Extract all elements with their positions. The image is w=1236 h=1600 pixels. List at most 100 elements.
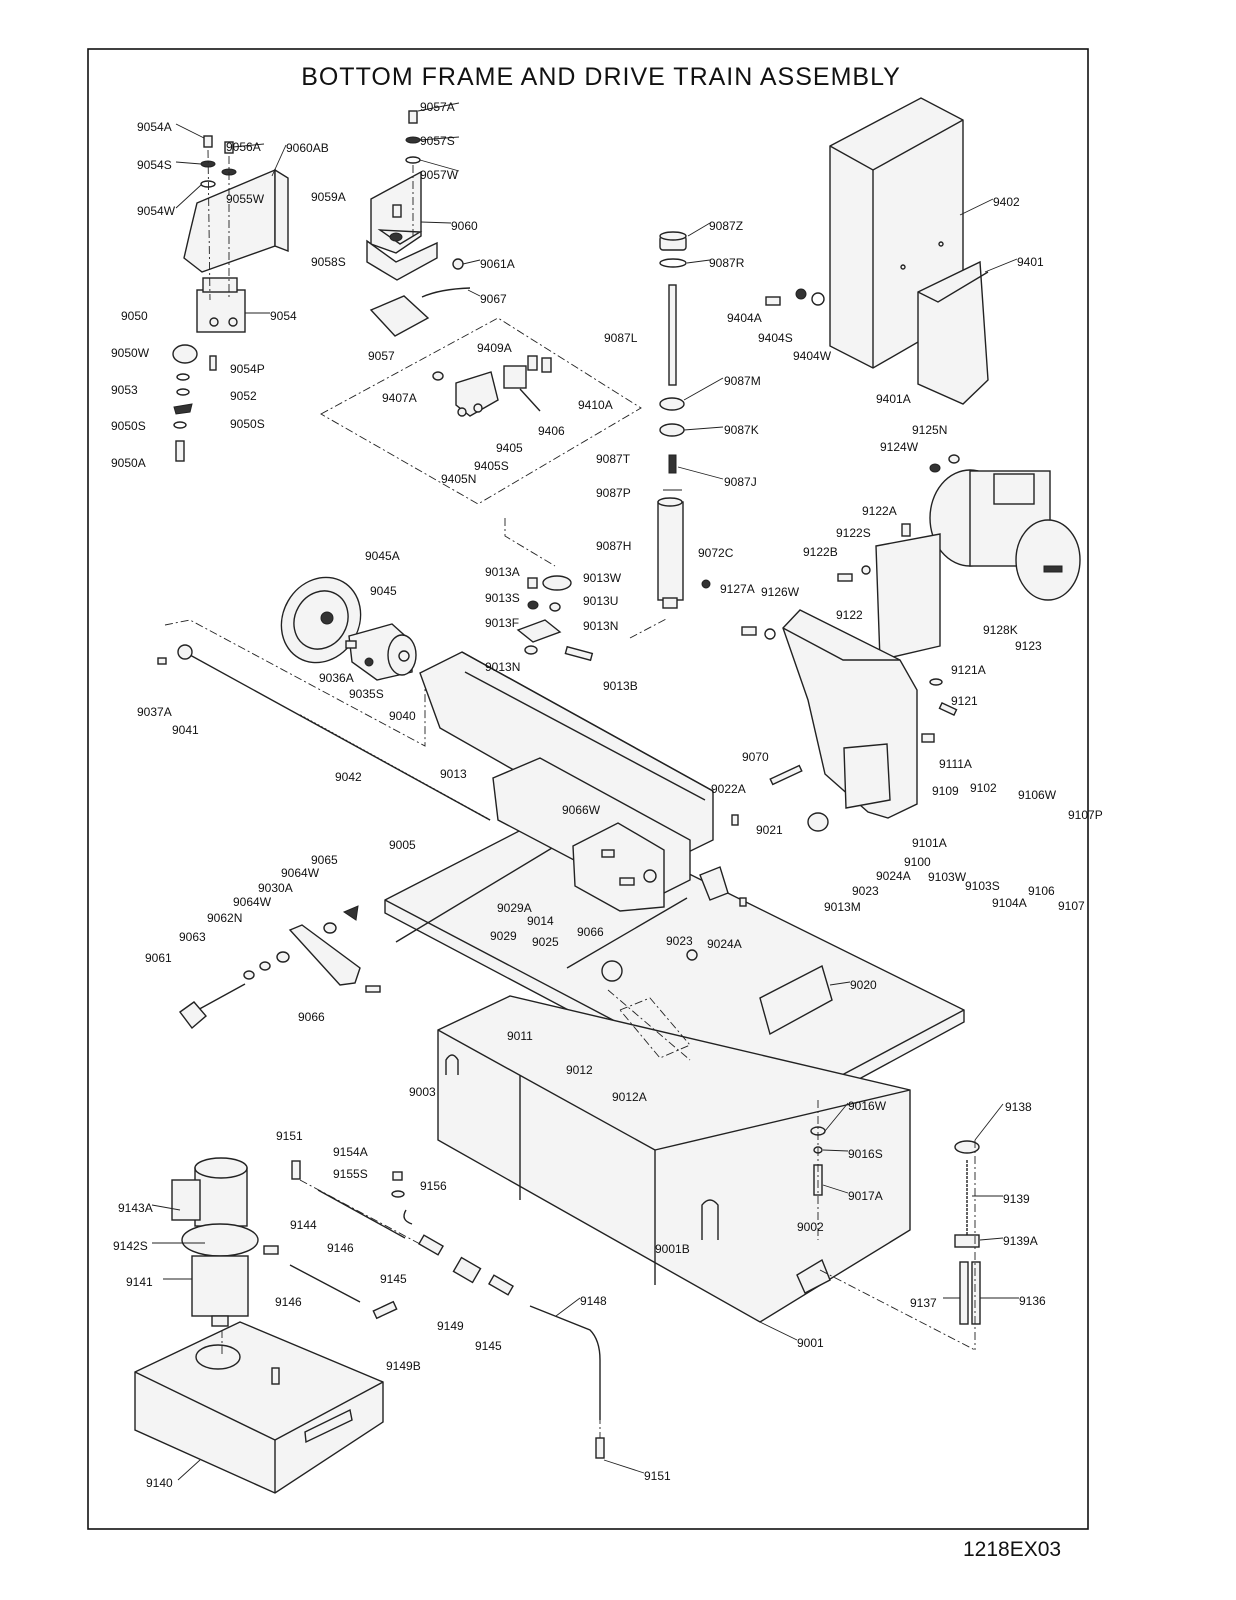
part-label: 9401A bbox=[876, 392, 911, 406]
part-label: 9013 bbox=[440, 767, 467, 781]
part-label: 9002 bbox=[797, 1220, 824, 1234]
part-label: 9024A bbox=[707, 937, 742, 951]
part-label: 9060 bbox=[451, 219, 478, 233]
part-label: 9149B bbox=[386, 1359, 421, 1373]
part-label: 9405 bbox=[496, 441, 523, 455]
part-label: 9013F bbox=[485, 616, 519, 630]
part-label: 9050 bbox=[121, 309, 148, 323]
part-label: 9100 bbox=[904, 855, 931, 869]
part-label: 9124W bbox=[880, 440, 919, 454]
part-label: 9013S bbox=[485, 591, 520, 605]
part-label: 9404A bbox=[727, 311, 762, 325]
part-label: 9121 bbox=[951, 694, 978, 708]
part-label: 9045A bbox=[365, 549, 400, 563]
part-label: 9042 bbox=[335, 770, 362, 784]
part-label: 9404W bbox=[793, 349, 832, 363]
part-label: 9024A bbox=[876, 869, 911, 883]
part-label: 9109 bbox=[932, 784, 959, 798]
part-label: 9057S bbox=[420, 134, 455, 148]
part-label: 9058S bbox=[311, 255, 346, 269]
part-label: 9063 bbox=[179, 930, 206, 944]
part-label: 9072C bbox=[698, 546, 734, 560]
part-label: 9061A bbox=[480, 257, 515, 271]
part-label: 9142S bbox=[113, 1239, 148, 1253]
drawing-code: 1218EX03 bbox=[963, 1538, 1062, 1561]
part-label: 9055W bbox=[226, 192, 265, 206]
part-label: 9145 bbox=[380, 1272, 407, 1286]
counterbalance-spring bbox=[954, 1140, 981, 1325]
part-label: 9045 bbox=[370, 584, 397, 598]
part-label: 9402 bbox=[993, 195, 1020, 209]
part-label: 9016S bbox=[848, 1147, 883, 1161]
part-label: 9013A bbox=[485, 565, 520, 579]
part-label: 9065 bbox=[311, 853, 338, 867]
part-label: 9050S bbox=[230, 417, 265, 431]
part-label: 9014 bbox=[527, 914, 554, 928]
part-label: 9012A bbox=[612, 1090, 647, 1104]
switch-bracket-assembly bbox=[432, 355, 552, 417]
part-label: 9087H bbox=[596, 539, 631, 553]
part-label: 9156 bbox=[420, 1179, 447, 1193]
lock-handle bbox=[179, 905, 381, 1030]
part-label: 9020 bbox=[850, 978, 877, 992]
part-label: 9087L bbox=[604, 331, 638, 345]
part-label: 9404S bbox=[758, 331, 793, 345]
part-label: 9050A bbox=[111, 456, 146, 470]
part-label: 9041 bbox=[172, 723, 199, 737]
part-label: 9011 bbox=[507, 1029, 533, 1043]
part-label: 9122S bbox=[836, 526, 871, 540]
part-label: 9029 bbox=[490, 929, 517, 943]
part-label: 9013U bbox=[583, 594, 618, 608]
part-label: 9062N bbox=[207, 911, 242, 925]
part-label: 9013W bbox=[583, 571, 622, 585]
part-label: 9030A bbox=[258, 881, 293, 895]
part-label: 9067 bbox=[480, 292, 507, 306]
part-label: 9001 bbox=[797, 1336, 824, 1350]
part-label: 9054A bbox=[137, 120, 172, 134]
part-label: 9121A bbox=[951, 663, 986, 677]
part-label: 9087Z bbox=[709, 219, 743, 233]
part-label: 9013N bbox=[485, 660, 520, 674]
part-label: 9136 bbox=[1019, 1294, 1046, 1308]
part-label: 9137 bbox=[910, 1296, 937, 1310]
part-label: 9005 bbox=[389, 838, 416, 852]
part-label: 9066 bbox=[298, 1010, 325, 1024]
part-label: 9057W bbox=[420, 168, 459, 182]
part-label: 9064W bbox=[281, 866, 320, 880]
part-label: 9122B bbox=[803, 545, 838, 559]
part-label: 9060AB bbox=[286, 141, 329, 155]
part-label: 9016W bbox=[848, 1099, 887, 1113]
fence-assembly bbox=[366, 110, 471, 337]
drawing-frame bbox=[87, 48, 1089, 1530]
part-label: 9087J bbox=[724, 475, 757, 489]
part-label: 9138 bbox=[1005, 1100, 1032, 1114]
part-label: 9037A bbox=[137, 705, 172, 719]
part-label: 9104A bbox=[992, 896, 1027, 910]
base-stand bbox=[437, 989, 911, 1323]
part-label: 9107 bbox=[1058, 899, 1085, 913]
part-label: 9103W bbox=[928, 870, 967, 884]
part-label: 9087M bbox=[724, 374, 761, 388]
saw-arm-casting bbox=[741, 609, 958, 819]
part-label: 9064W bbox=[233, 895, 272, 909]
part-label: 9017A bbox=[848, 1189, 883, 1203]
part-label: 9087R bbox=[709, 256, 745, 270]
part-label: 9151 bbox=[276, 1129, 303, 1143]
diagram-title: BOTTOM FRAME AND DRIVE TRAIN ASSEMBLY bbox=[301, 63, 901, 91]
part-label: 9061 bbox=[145, 951, 172, 965]
part-label: 9013M bbox=[824, 900, 861, 914]
part-label: 9148 bbox=[580, 1294, 607, 1308]
part-label: 9066 bbox=[577, 925, 604, 939]
coolant-lines bbox=[263, 1160, 605, 1459]
part-label: 9054S bbox=[137, 158, 172, 172]
drive-motor bbox=[929, 454, 1081, 601]
part-label: 9013B bbox=[603, 679, 638, 693]
part-label: 9122 bbox=[836, 608, 863, 622]
hydraulic-cylinder bbox=[657, 231, 711, 609]
part-label: 9141 bbox=[126, 1275, 153, 1289]
part-label: 9125N bbox=[912, 423, 947, 437]
part-label: 9126W bbox=[761, 585, 800, 599]
part-label: 9054 bbox=[270, 309, 297, 323]
